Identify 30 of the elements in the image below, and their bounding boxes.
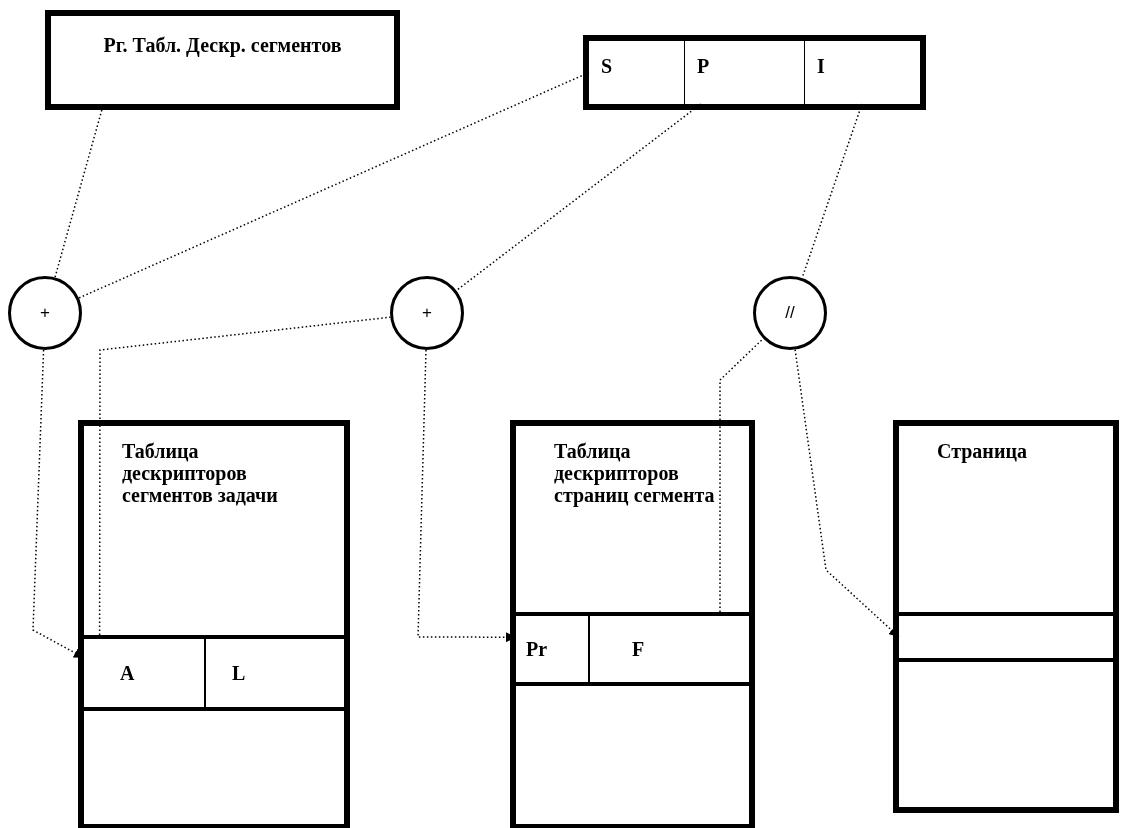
operation-circle bbox=[8, 276, 82, 350]
table-box bbox=[893, 420, 1119, 813]
operation-circle bbox=[390, 276, 464, 350]
table-field bbox=[516, 612, 588, 686]
table-field bbox=[204, 635, 344, 711]
table-field bbox=[899, 612, 1113, 662]
register-box bbox=[45, 10, 400, 110]
address-register bbox=[583, 35, 926, 110]
field-name: F bbox=[632, 638, 645, 660]
field-name: L bbox=[232, 662, 246, 684]
operator-symbol: + bbox=[40, 303, 50, 323]
heading: Таблица дескрипторов страниц сегмента bbox=[554, 440, 716, 506]
connector-line bbox=[54, 109, 103, 279]
operator-symbol: + bbox=[422, 303, 432, 323]
table-field bbox=[588, 612, 749, 686]
field-name: S bbox=[601, 55, 613, 77]
table-box bbox=[510, 420, 755, 828]
connector-line bbox=[98, 316, 391, 636]
heading: Страница bbox=[937, 440, 1028, 462]
connector-line bbox=[719, 337, 765, 613]
field-name: Pr bbox=[526, 638, 548, 660]
field-name: I bbox=[817, 55, 825, 77]
table-box bbox=[78, 420, 350, 828]
heading: Таблица дескрипторов сегментов задачи bbox=[122, 440, 279, 506]
field-name: A bbox=[120, 662, 135, 684]
field-name: P bbox=[697, 55, 710, 77]
operation-circle bbox=[753, 276, 827, 350]
heading: Рг. Табл. Дескр. сегментов bbox=[103, 34, 342, 59]
table-field bbox=[84, 635, 204, 711]
operator-symbol: // bbox=[785, 303, 795, 323]
